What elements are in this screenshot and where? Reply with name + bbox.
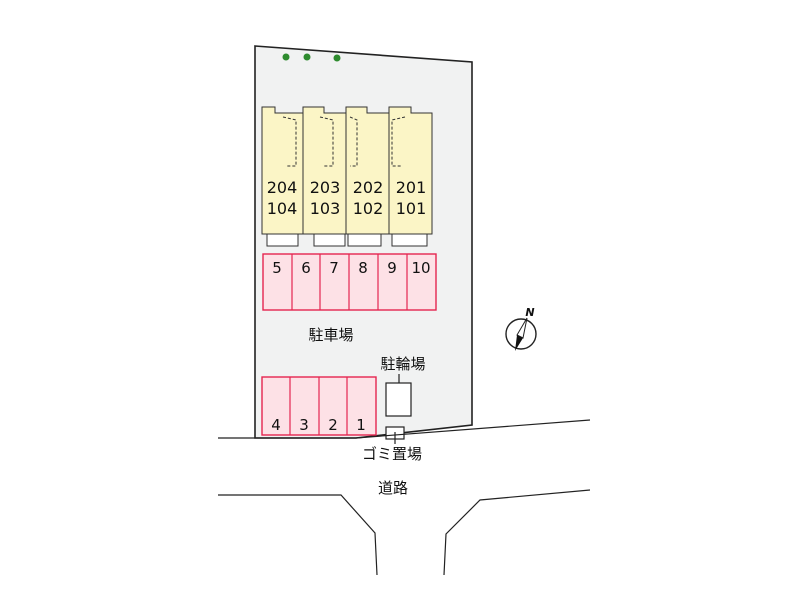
unit-number-upper: 204 [267, 178, 298, 197]
compass-needle-south [515, 335, 523, 351]
parking-label: 駐車場 [308, 326, 353, 344]
stair-outline [391, 116, 406, 167]
garbage-station-label: ゴミ置場 [362, 445, 422, 463]
road-edge-south-right [443, 489, 591, 576]
north-compass: N [505, 306, 537, 351]
bicycle-parking [385, 382, 412, 417]
parking-row-top: 5 6 7 8 9 10 [262, 253, 437, 311]
apartment-building: 204 104 203 103 202 102 201 101 [261, 106, 433, 247]
parking-space-number: 2 [328, 416, 338, 434]
parking-space-number: 9 [387, 259, 397, 277]
parking-space-number: 5 [272, 259, 282, 277]
parking-space-number: 10 [411, 259, 430, 277]
parking-space-number: 3 [299, 416, 309, 434]
unit-number-upper: 201 [396, 178, 427, 197]
road-edge-north [355, 419, 591, 439]
tree-icon [282, 53, 290, 61]
parking-space-number: 1 [356, 416, 366, 434]
compass-north-label: N [525, 306, 534, 319]
balcony [266, 233, 299, 247]
unit-number-lower: 102 [353, 199, 384, 218]
unit-number-upper: 202 [353, 178, 384, 197]
stair-outline [349, 116, 358, 167]
unit-number-upper: 203 [310, 178, 341, 197]
parking-row-bottom: 4 3 2 1 [261, 376, 377, 436]
tree-icon [333, 54, 341, 62]
balcony [313, 233, 346, 247]
tree-icon [303, 53, 311, 61]
unit-number-lower: 104 [267, 199, 298, 218]
bicycle-parking-label: 駐輪場 [380, 355, 425, 373]
balcony [347, 233, 382, 247]
parking-space-number: 7 [329, 259, 339, 277]
road-edge-south-left [218, 494, 378, 576]
parking-space-number: 4 [271, 416, 281, 434]
stair-outline [319, 116, 334, 167]
parking-space-number: 6 [301, 259, 311, 277]
balcony [391, 233, 428, 247]
unit-number-lower: 101 [396, 199, 427, 218]
road-label: 道路 [378, 479, 408, 497]
stair-outline [282, 116, 297, 167]
unit-number-lower: 103 [310, 199, 341, 218]
parking-space-number: 8 [358, 259, 368, 277]
